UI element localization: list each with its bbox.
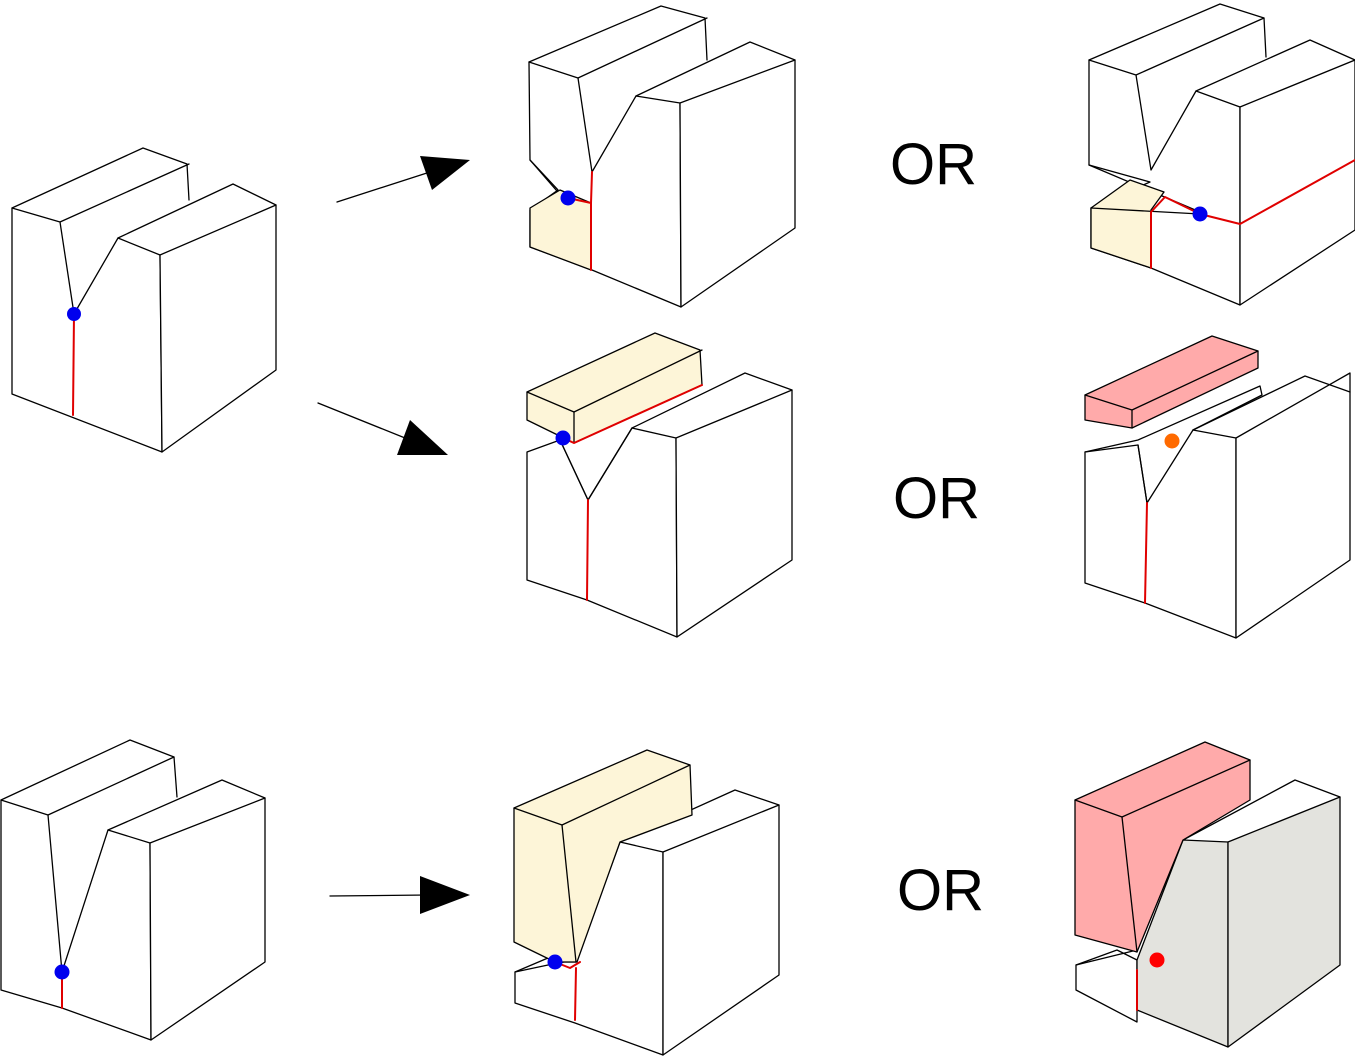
wedge-piece: [1090, 179, 1165, 269]
detached-block: [513, 749, 693, 963]
source-block-notched: [11, 147, 277, 453]
blue-dot-marker: [54, 964, 70, 980]
arrow-right-icon: [329, 876, 470, 914]
outcome-3a-block: [513, 749, 780, 1056]
red-dot-marker: [1149, 952, 1165, 968]
source-block-deep-notch: [0, 739, 266, 1041]
outcome-1a-block: [528, 5, 796, 308]
outcome-2b-block: [1084, 335, 1351, 639]
outcome-3b-block: [1074, 741, 1341, 1048]
arrow-right-icon: [336, 156, 470, 203]
outcome-2a-block: [526, 332, 793, 638]
detached-slab: [1084, 335, 1259, 429]
arrow-right-icon: [317, 402, 448, 455]
outcome-1b-block: [1088, 3, 1355, 306]
blue-dot-marker: [67, 307, 81, 321]
blue-dot-marker: [547, 954, 563, 970]
or-label: OR: [890, 132, 977, 197]
blue-dot-marker: [560, 190, 576, 206]
detached-slab: [526, 332, 703, 444]
blue-dot-marker: [555, 430, 571, 446]
blue-dot-marker: [1192, 206, 1208, 222]
or-label: OR: [893, 466, 980, 531]
detached-block: [1074, 741, 1251, 953]
crack-line: [72, 313, 75, 416]
orange-dot-marker: [1164, 433, 1180, 449]
or-label: OR: [897, 858, 984, 923]
